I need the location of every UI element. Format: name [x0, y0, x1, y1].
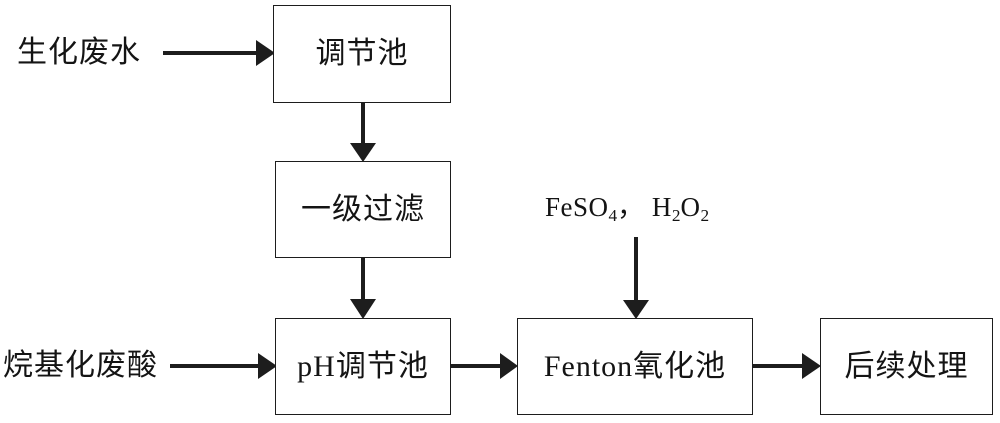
node-primary-filtration-label: 一级过滤 [301, 192, 425, 226]
edge-regulation-tank-to-primary-filtration [350, 103, 376, 162]
node-primary-filtration[interactable]: 一级过滤 [275, 161, 451, 258]
node-ph-adjustment-tank[interactable]: pH调节池 [275, 318, 451, 415]
edge-alkylation-waste-acid-to-ph-tank [170, 353, 277, 379]
node-ph-adjustment-tank-label: pH调节池 [297, 349, 429, 383]
reagent-formula-text: FeSO4， H2O2 [545, 192, 710, 225]
node-post-treatment-label: 后续处理 [844, 349, 969, 383]
node-post-treatment[interactable]: 后续处理 [820, 318, 993, 415]
edge-biochem-wastewater-to-regulation-tank [163, 40, 275, 66]
input-label-alkylation-waste-acid: 烷基化废酸 [3, 349, 158, 382]
node-regulation-tank[interactable]: 调节池 [273, 5, 451, 103]
node-regulation-tank-label: 调节池 [315, 37, 409, 70]
reagent-formula-label: FeSO4， H2O2 [545, 194, 709, 224]
edge-ph-tank-to-fenton-tank [450, 353, 518, 379]
node-fenton-oxidation-tank[interactable]: Fenton氧化池 [517, 318, 753, 415]
edge-reagent-to-fenton-tank [623, 237, 649, 319]
edge-fenton-tank-to-post-treatment [752, 353, 821, 379]
node-fenton-oxidation-tank-label: Fenton氧化池 [543, 349, 727, 383]
input-label-biochem-wastewater: 生化废水 [17, 36, 141, 69]
edge-primary-filtration-to-ph-tank [350, 257, 376, 319]
